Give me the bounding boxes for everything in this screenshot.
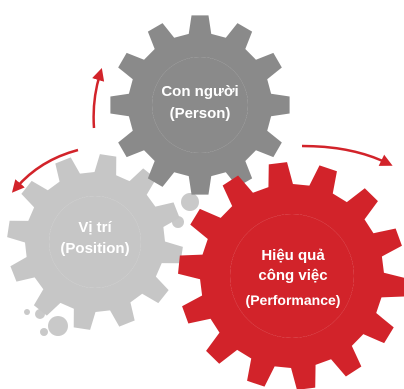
- dot: [48, 316, 68, 336]
- gear-position-center: [40, 182, 150, 292]
- arrow-to-position: [11, 148, 79, 193]
- gear-performance: Hiệu quả công việc (Performance): [178, 162, 404, 389]
- gear-position-shape: [7, 154, 183, 330]
- dot: [24, 309, 30, 315]
- performance-label-line2: công việc: [258, 267, 327, 284]
- performance-label-line1: Hiệu quả: [261, 247, 325, 264]
- person-label-line2: (Person): [170, 105, 231, 122]
- gear-position: Vị trí (Position): [7, 154, 183, 330]
- dot: [40, 328, 48, 336]
- arrow-position-to-person: [92, 68, 105, 129]
- cycle-arrows: [11, 68, 393, 193]
- performance-label-line3: (Performance): [246, 292, 341, 308]
- dot: [181, 193, 199, 211]
- gear-performance-center-disc: [230, 214, 354, 338]
- gear-person: Con người (Person): [110, 15, 290, 195]
- position-label-line2: (Position): [60, 240, 129, 257]
- gear-person-shape: [110, 15, 290, 195]
- position-label-line1: Vị trí: [78, 219, 112, 236]
- gear-person-center-disc: [152, 57, 248, 153]
- person-label-line1: Con người: [161, 83, 238, 100]
- arrow-person-to-performance: [301, 144, 393, 166]
- gear-performance-shape: [178, 162, 404, 389]
- gear-position-center-disc: [49, 196, 141, 288]
